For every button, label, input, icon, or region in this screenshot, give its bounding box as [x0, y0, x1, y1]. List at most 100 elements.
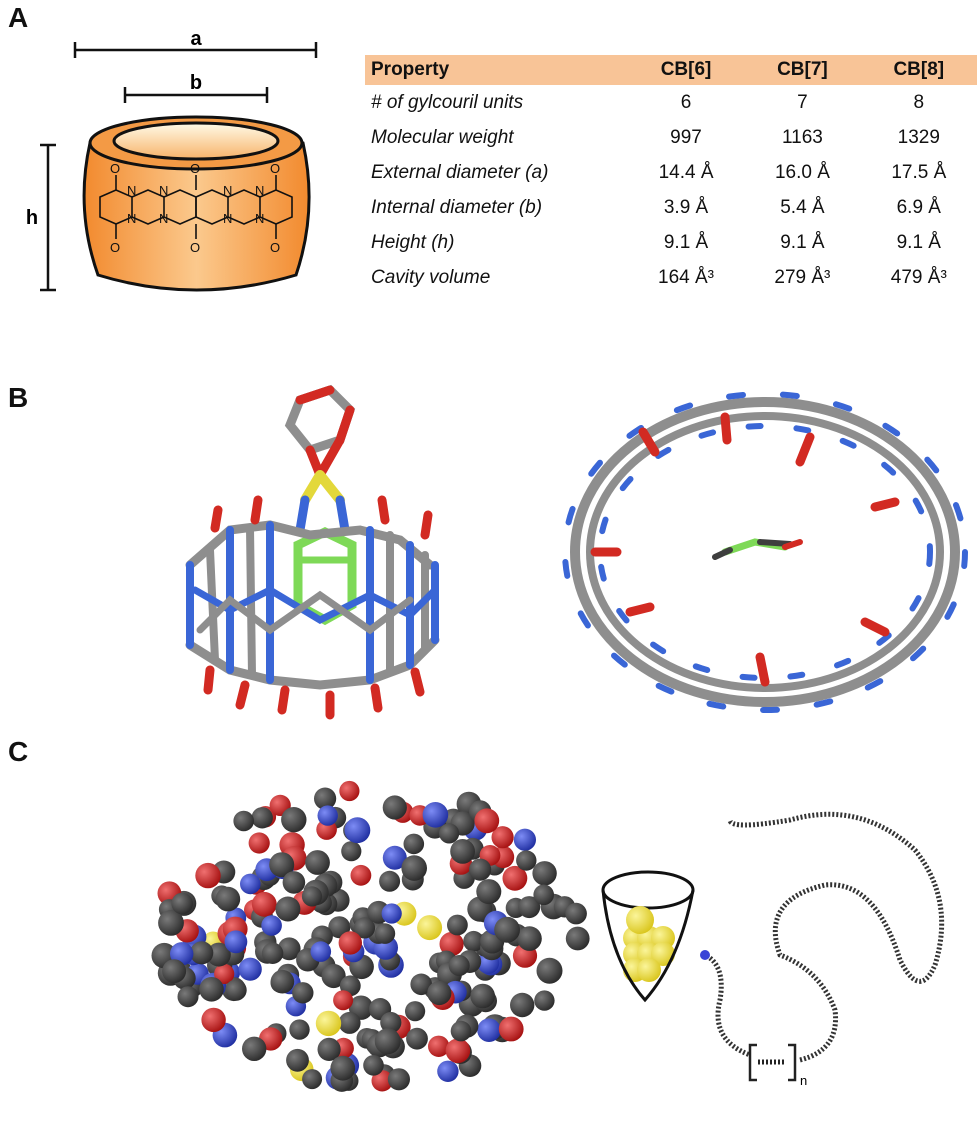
atom-sphere — [286, 1048, 309, 1072]
atom-sphere — [533, 884, 554, 906]
nitrogen-label-7: N — [255, 183, 264, 198]
oxygen-label-4: O — [110, 240, 120, 255]
atom-sphere — [277, 937, 301, 961]
atom-sphere — [477, 1018, 501, 1042]
atom-sphere — [261, 915, 282, 936]
atom-sphere — [353, 917, 376, 939]
cell-cb6: 9.1 Å — [663, 231, 709, 253]
atom-sphere — [305, 850, 330, 875]
panel-label-b: B — [8, 382, 29, 413]
cell-cb7: 9.1 Å — [780, 231, 825, 253]
atom-sphere — [380, 1011, 402, 1034]
atom-sphere — [261, 942, 284, 964]
nitrogen-label-2: N — [127, 211, 136, 226]
header-cb6: CB[6] — [627, 55, 745, 85]
dimension-a: a — [73, 28, 318, 58]
cell-cb7: 5.4 Å — [780, 196, 825, 218]
atom-sphere — [422, 802, 449, 828]
nitrogen-label-6: N — [223, 211, 232, 226]
atom-sphere — [445, 1038, 471, 1063]
atom-sphere — [317, 805, 338, 826]
atom-sphere — [242, 1036, 267, 1061]
atom-sphere — [282, 871, 306, 894]
row-property-name: External diameter (a) — [371, 161, 549, 183]
atom-sphere — [321, 963, 346, 989]
atom-sphere — [406, 1027, 428, 1050]
atom-sphere — [344, 817, 371, 844]
atom-sphere — [476, 879, 502, 905]
atom-sphere — [474, 808, 500, 834]
cucurbituril-property-table: Property CB[6] CB[7] CB[8] # of gylcouri… — [365, 55, 977, 295]
atom-sphere — [350, 864, 372, 886]
atom-sphere — [518, 896, 541, 919]
atom-sphere — [338, 931, 362, 955]
linker-atom — [700, 950, 710, 960]
atom-sphere — [214, 963, 235, 984]
atom-sphere — [448, 955, 470, 976]
nitrogen-label-8: N — [255, 211, 264, 226]
nitrogen-label-5: N — [223, 183, 232, 198]
cb-polymer-schematic: n — [601, 811, 945, 1088]
cell-cb6: 164 Å³ — [658, 266, 715, 288]
atom-sphere — [502, 865, 528, 891]
table-header-row: Property CB[6] CB[7] CB[8] — [365, 55, 977, 85]
nitrogen-label-4: N — [159, 211, 168, 226]
protein-atom-spheres — [151, 780, 675, 1092]
atom-sphere — [341, 841, 362, 862]
atom-sphere — [410, 973, 433, 996]
atom-sphere — [534, 990, 555, 1011]
oxygen-label-5: O — [190, 240, 200, 255]
cell-cb8: 17.5 Å — [891, 161, 947, 183]
atom-sphere — [201, 1007, 226, 1033]
atom-sphere — [195, 862, 221, 889]
panel-label-c: C — [8, 736, 29, 767]
header-cb8: CB[8] — [860, 55, 977, 85]
cb-host-cup — [601, 870, 695, 1003]
atom-sphere — [565, 902, 587, 925]
cell-cb6: 997 — [670, 126, 702, 148]
atom-sphere — [302, 1069, 323, 1090]
dimension-a-label: a — [190, 28, 202, 50]
cell-cb7: 279 Å³ — [774, 266, 831, 288]
atom-sphere — [333, 990, 354, 1011]
repeat-unit-brackets — [748, 1043, 797, 1082]
atom-sphere — [374, 923, 396, 944]
atom-sphere — [532, 861, 557, 886]
atom-sphere — [403, 833, 425, 855]
nitrogen-label-3: N — [159, 183, 168, 198]
atom-sphere — [516, 850, 537, 871]
atom-sphere — [339, 780, 360, 802]
atom-sphere — [270, 969, 295, 994]
row-property-name: Height (h) — [371, 231, 455, 253]
atom-sphere — [251, 807, 273, 829]
atom-sphere — [517, 926, 542, 951]
oxygen-label-6: O — [270, 240, 280, 255]
nitrogen-label-1: N — [127, 183, 136, 198]
atom-sphere — [450, 1020, 472, 1042]
header-cb7: CB[7] — [744, 55, 861, 85]
atom-sphere — [206, 942, 231, 967]
atom-sphere — [382, 845, 407, 870]
atom-sphere — [315, 1010, 342, 1037]
atom-sphere — [190, 941, 214, 965]
row-property-name: Internal diameter (b) — [371, 196, 543, 218]
dimension-b-label: b — [190, 72, 202, 94]
atom-sphere — [494, 916, 520, 943]
barrel-rim-inner — [112, 121, 280, 161]
atom-sphere — [269, 852, 295, 878]
atom-sphere — [382, 795, 407, 820]
atom-sphere — [248, 832, 270, 854]
guest-sphere — [651, 942, 675, 966]
repeat-unit-subscript: n — [800, 1073, 807, 1088]
oxygen-label-2: O — [190, 161, 200, 176]
atom-sphere — [310, 941, 332, 962]
atom-sphere — [469, 858, 492, 881]
cell-cb6: 14.4 Å — [658, 161, 714, 183]
cell-cb8: 1329 — [897, 126, 940, 148]
cell-cb8: 9.1 Å — [896, 231, 941, 253]
cell-cb6: 6 — [680, 91, 692, 113]
atom-sphere — [225, 979, 247, 1001]
cb-complex-top-view — [562, 391, 968, 713]
atom-sphere — [162, 959, 187, 984]
oxygen-label-3: O — [270, 161, 280, 176]
